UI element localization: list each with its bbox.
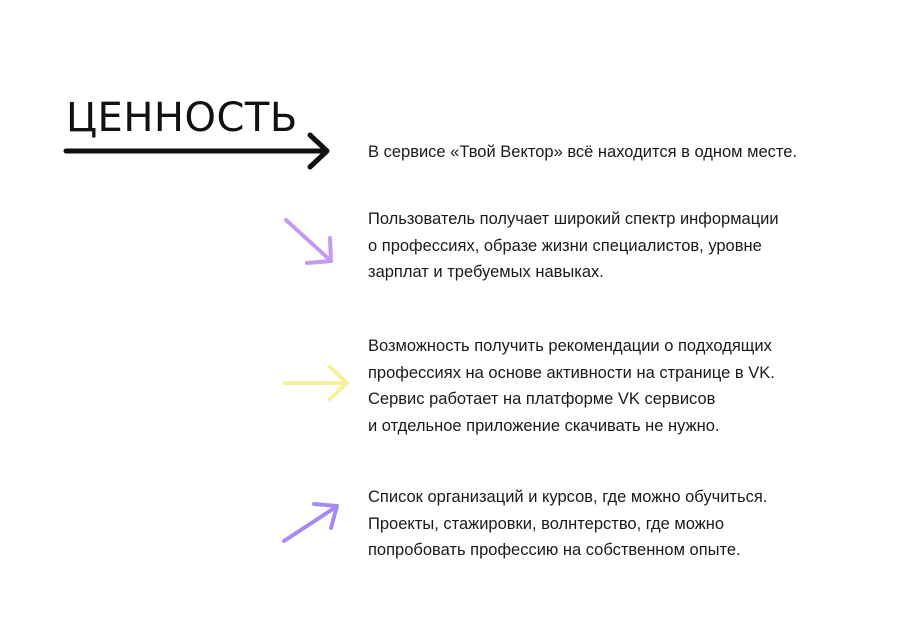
value-line: попробовать профессию на собственном опы…: [368, 541, 741, 559]
arrow-down-right-icon: [284, 218, 333, 265]
value-block-2: Пользователь получает широкий спектр инф…: [368, 206, 779, 286]
value-line: Сервис работает на платформе VK сервисов: [368, 390, 716, 408]
value-block-1: В сервисе «Твой Вектор» всё находится в …: [368, 139, 797, 166]
value-block-4: Список организаций и курсов, где можно о…: [368, 484, 767, 564]
value-line: зарплат и требуемых навыках.: [368, 263, 604, 281]
arrow-up-right-icon: [282, 502, 339, 543]
value-line: о профессиях, образе жизни специалистов,…: [368, 236, 762, 255]
value-block-3: Возможность получить рекомендации о подх…: [368, 333, 775, 439]
value-line: Список организаций и курсов, где можно о…: [368, 488, 768, 506]
arrow-right-icon: [283, 365, 349, 401]
page-title: ЦЕННОСТЬ: [66, 95, 298, 141]
value-line: профессиях на основе активности на стран…: [368, 363, 775, 382]
arrow-right-icon: [63, 132, 330, 170]
value-line: и отдельное приложение скачивать не нужн…: [368, 416, 720, 435]
value-line: Проекты, стажировки, волнтерство, где мо…: [368, 514, 725, 533]
value-line: В сервисе «Твой Вектор» всё находится в …: [368, 143, 797, 161]
value-line: Возможность получить рекомендации о подх…: [368, 337, 772, 355]
value-line: Пользователь получает широкий спектр инф…: [368, 210, 779, 228]
